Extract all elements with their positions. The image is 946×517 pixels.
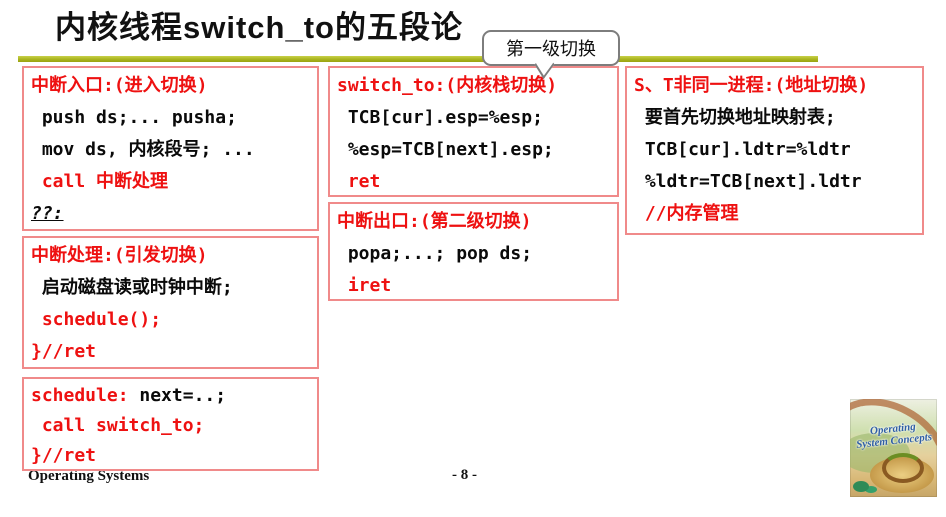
callout-first-level-switch: 第一级切换 bbox=[482, 30, 620, 80]
code-line: %esp=TCB[next].esp; bbox=[337, 139, 554, 160]
book-cover-operating-system-concepts: Operating System Concepts bbox=[850, 399, 937, 497]
box-interrupt-handler: 中断处理:(引发切换) 启动磁盘读或时钟中断; schedule(); }//r… bbox=[22, 236, 319, 369]
code-line: 启动磁盘读或时钟中断; bbox=[31, 277, 233, 298]
box-header: switch_to:(内核栈切换) bbox=[337, 75, 558, 96]
box-header: 中断处理:(引发切换) bbox=[31, 245, 208, 266]
box-interrupt-exit: 中断出口:(第二级切换) popa;...; pop ds; iret bbox=[328, 202, 619, 301]
code-line: call 中断处理 bbox=[31, 171, 169, 192]
code-line: %ldtr=TCB[next].ldtr bbox=[634, 171, 862, 192]
code-line: TCB[cur].ldtr=%ldtr bbox=[634, 139, 851, 160]
box-switch-to: switch_to:(内核栈切换) TCB[cur].esp=%esp; %es… bbox=[328, 66, 619, 197]
book-cover-eggs-art bbox=[853, 481, 869, 492]
code-line: schedule(); bbox=[31, 309, 162, 330]
box-header: 中断入口:(进入切换) bbox=[31, 75, 208, 96]
code-line: ret bbox=[337, 171, 381, 192]
code-line: TCB[cur].esp=%esp; bbox=[337, 107, 543, 128]
code-line: //内存管理 bbox=[634, 203, 739, 224]
slide-title: 内核线程switch_to的五段论 bbox=[55, 10, 463, 45]
code-line: }//ret bbox=[31, 445, 97, 466]
code-line: ??: bbox=[31, 203, 64, 224]
box-header: S、T非同一进程:(地址切换) bbox=[634, 75, 869, 96]
code-line: }//ret bbox=[31, 341, 97, 362]
schedule-label: schedule: bbox=[31, 385, 129, 406]
code-line: call switch_to; bbox=[31, 415, 205, 436]
title-underline-rule bbox=[18, 56, 818, 62]
footer-page-number: - 8 - bbox=[452, 467, 477, 483]
code-line: schedule: next=..; bbox=[31, 381, 310, 411]
code-line: iret bbox=[337, 275, 392, 296]
code-line: push ds;... pusha; bbox=[31, 107, 237, 128]
box-address-switch: S、T非同一进程:(地址切换) 要首先切换地址映射表; TCB[cur].ldt… bbox=[625, 66, 924, 235]
code-line: popa;...; pop ds; bbox=[337, 243, 533, 264]
code-line: mov ds, 内核段号; ... bbox=[31, 139, 255, 160]
callout-label: 第一级切换 bbox=[506, 39, 596, 59]
box-header: 中断出口:(第二级切换) bbox=[337, 211, 532, 232]
schedule-rest: next=..; bbox=[128, 385, 227, 406]
code-line: 要首先切换地址映射表; bbox=[634, 107, 836, 128]
book-cover-snake-art bbox=[882, 453, 924, 483]
box-schedule: schedule: next=..; call switch_to; }//re… bbox=[22, 377, 319, 471]
footer-course-name: Operating Systems bbox=[28, 468, 150, 484]
box-interrupt-entry: 中断入口:(进入切换) push ds;... pusha; mov ds, 内… bbox=[22, 66, 319, 231]
